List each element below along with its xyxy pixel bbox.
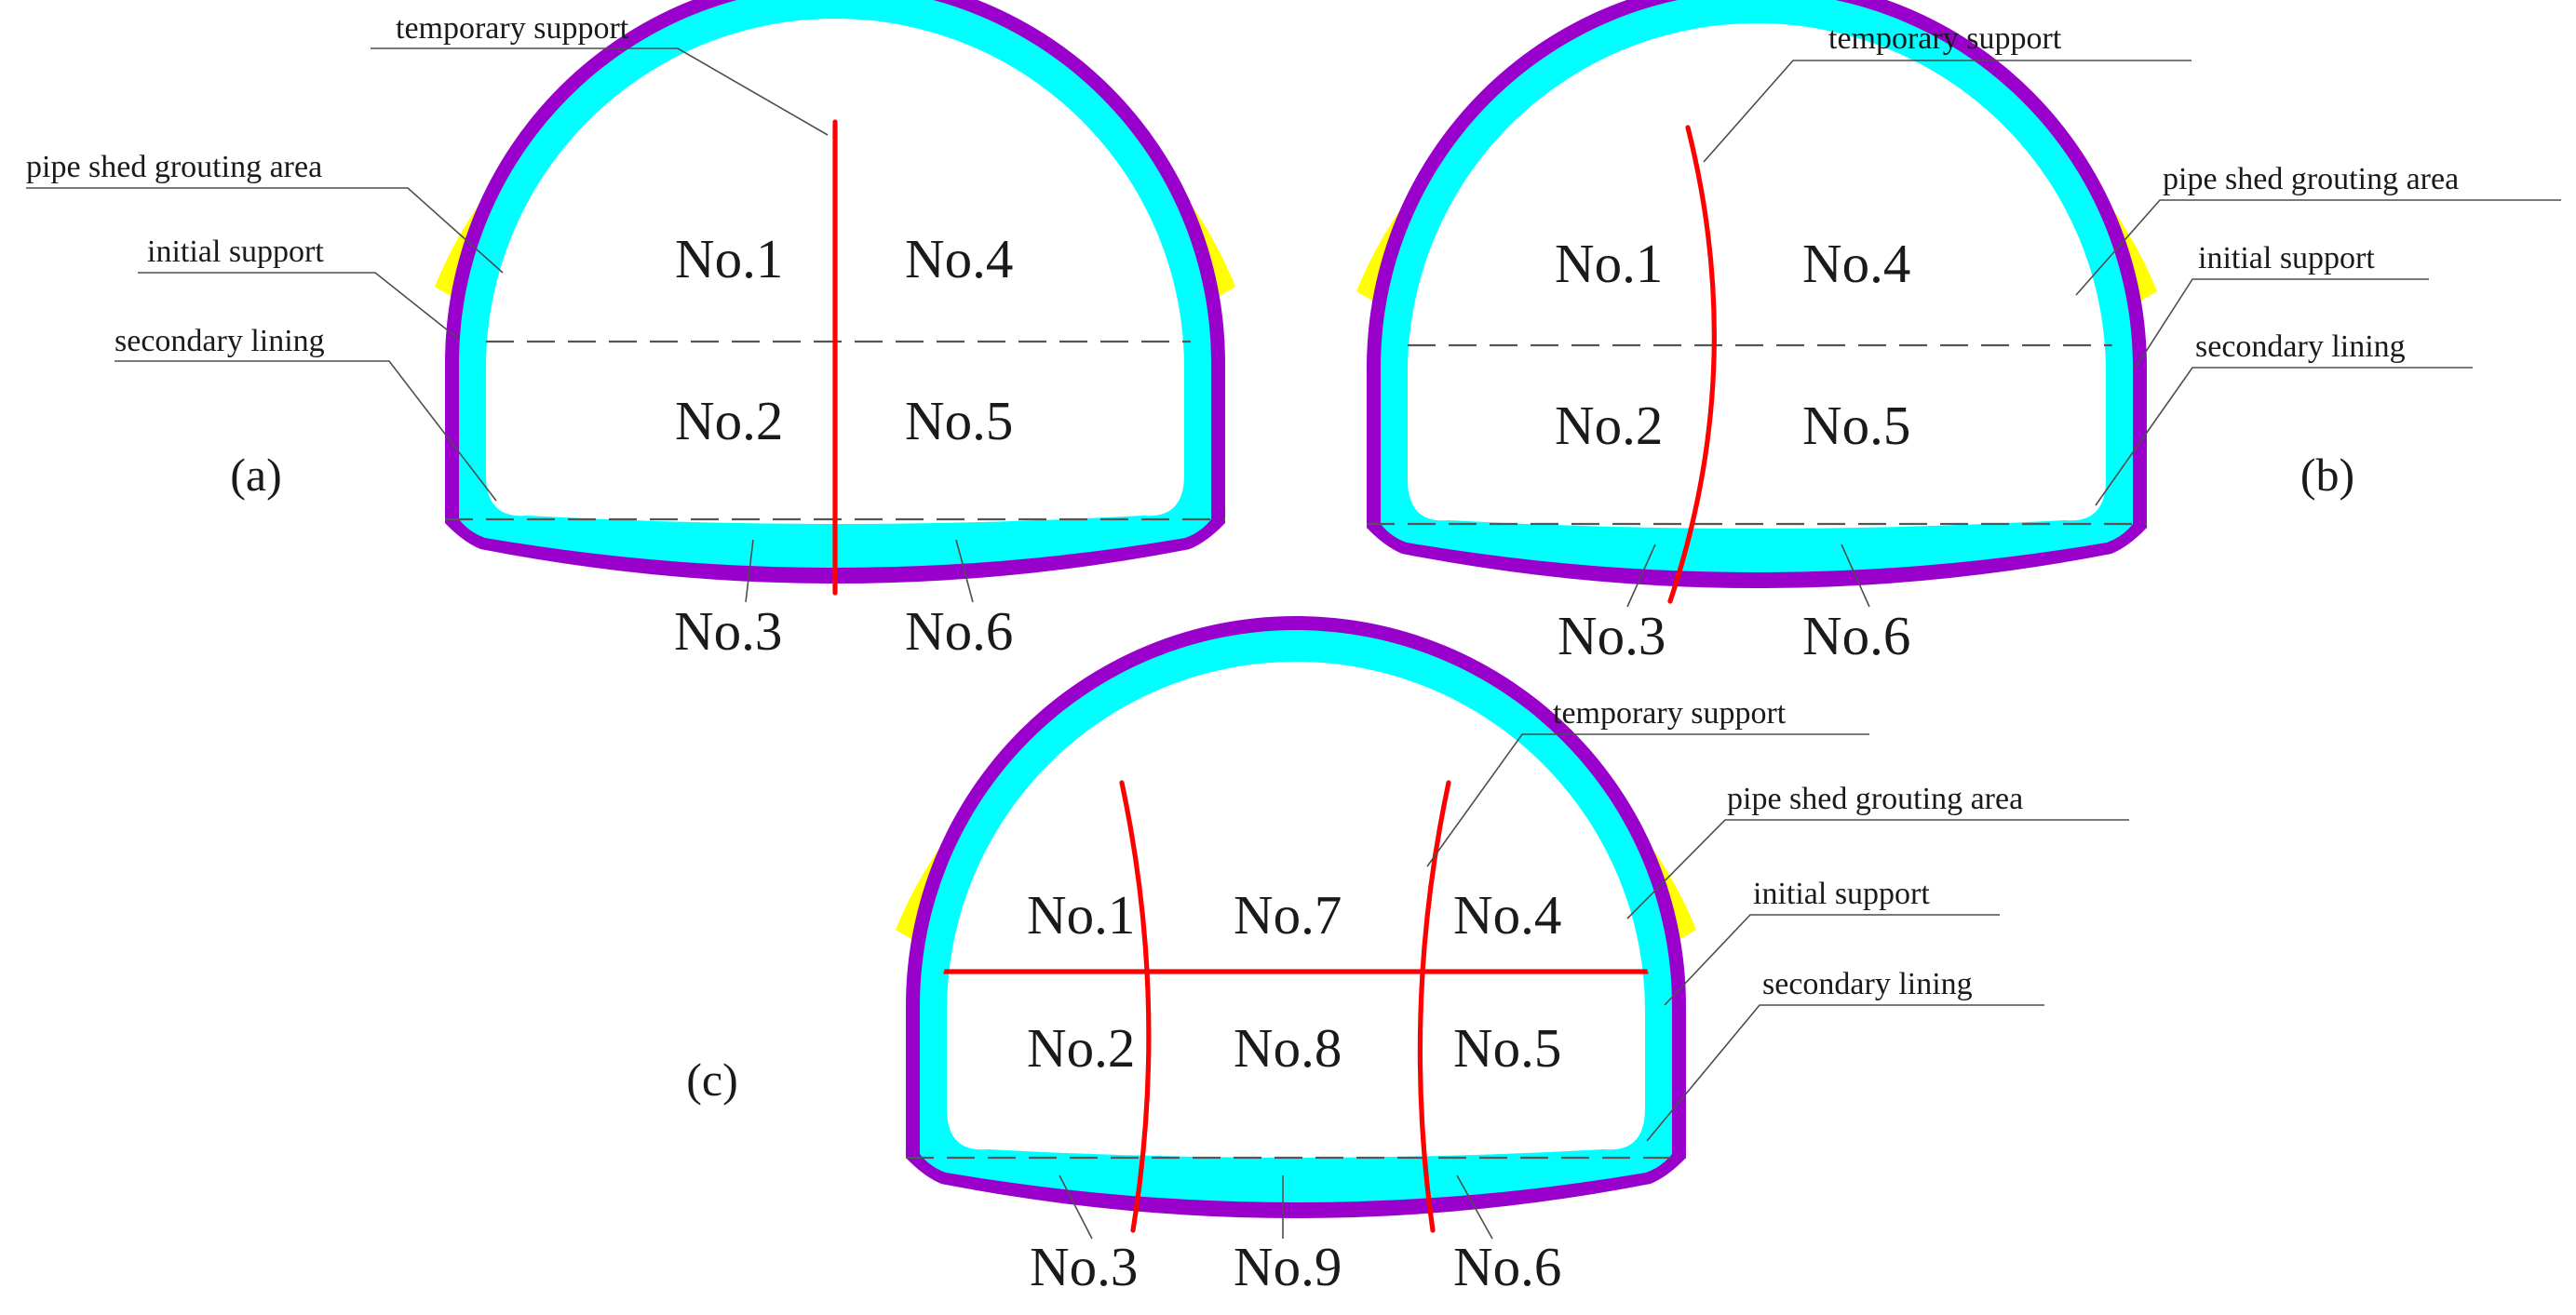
section-leader-line [745,539,754,603]
callout-leader [2135,278,2429,369]
tunnel-b-body [1356,0,2157,604]
callout-initial-support: initial support [1753,877,1930,911]
section-label: No.1 [1555,233,1663,294]
callout-initial-support: initial support [147,235,324,269]
callout-temporary-support: temporary support [1828,21,2062,56]
section-label: No.6 [1802,605,1910,666]
section-leader-line [1841,543,1870,608]
callout-leader [2075,199,2561,296]
section-labels-c: No.1 No.2 No.3 No.4 No.5 No.6 No.7 No.8 … [1027,884,1561,1297]
callout-secondary-lining: secondary lining [2195,329,2406,364]
section-leaders-b [1626,543,1870,608]
section-leader-line [1626,543,1656,608]
section-label: No.1 [675,228,783,289]
callout-pipe-shed: pipe shed grouting area [2163,162,2459,196]
section-leader-line [1456,1174,1493,1240]
section-label: No.3 [1030,1236,1138,1297]
section-label: No.3 [674,600,782,662]
panel-label-a: (a) [230,449,282,501]
section-label: No.3 [1558,605,1666,666]
callout-initial-support: initial support [2198,241,2375,275]
section-labels-b: No.1 No.2 No.3 No.4 No.5 No.6 [1555,233,1910,666]
section-label: No.5 [1453,1017,1561,1079]
callout-secondary-lining: secondary lining [115,324,325,358]
panel-c: No.1 No.2 No.3 No.4 No.5 No.6 No.7 No.8 … [686,616,2129,1297]
panel-a: No.1 No.2 No.3 No.4 No.5 No.6 temporary … [26,0,1235,662]
callout-leader [1646,1004,2044,1142]
callouts-c: temporary support pipe shed grouting are… [1426,696,2129,1142]
panel-b: No.1 No.2 No.3 No.4 No.5 No.6 temporary … [1356,0,2561,666]
section-label: No.7 [1234,884,1342,946]
callout-leader [1626,819,2129,919]
section-label: No.2 [675,390,783,451]
section-label: No.4 [905,228,1013,289]
section-label: No.5 [905,390,1013,451]
callout-leader [1426,733,1869,867]
callout-temporary-support: temporary support [396,11,629,46]
callout-leader [2095,367,2473,506]
section-label: No.4 [1453,884,1561,946]
section-label: No.8 [1234,1017,1342,1079]
callout-leader [1703,60,2192,163]
panel-label-b: (b) [2300,449,2354,501]
callout-leader [138,272,458,339]
temporary-support-curve [1667,125,1717,604]
section-leaders-c [1059,1174,1493,1240]
tunnel-a-body [435,0,1235,596]
panel-label-c: (c) [686,1053,738,1106]
section-leader-line [955,539,974,603]
section-label: No.2 [1027,1017,1135,1079]
section-label: No.6 [1453,1236,1561,1297]
section-label: No.2 [1555,395,1663,456]
section-label: No.9 [1234,1236,1342,1297]
section-label: No.5 [1802,395,1910,456]
callout-leader [1664,914,2000,1006]
section-label: No.6 [905,600,1013,662]
temporary-support-curve-left [1119,780,1152,1233]
section-leaders-a [745,539,974,603]
callouts-b: temporary support pipe shed grouting are… [1703,21,2561,506]
tunnel-c-body [896,616,1696,1233]
section-leader-line [1059,1174,1093,1240]
callout-temporary-support: temporary support [1553,696,1787,731]
callout-secondary-lining: secondary lining [1762,967,1973,1001]
temporary-support-curve-right [1417,780,1451,1233]
section-label: No.1 [1027,884,1135,946]
section-label: No.4 [1802,233,1910,294]
callout-pipe-shed: pipe shed grouting area [1727,782,2023,816]
callout-leader [115,360,497,502]
callout-pipe-shed: pipe shed grouting area [26,150,322,184]
callouts-a: temporary support pipe shed grouting are… [26,11,829,502]
callout-leader [371,47,829,136]
callout-leader [26,187,504,274]
tunnel-interior [1408,23,2106,529]
section-labels-a: No.1 No.2 No.3 No.4 No.5 No.6 [674,228,1013,662]
